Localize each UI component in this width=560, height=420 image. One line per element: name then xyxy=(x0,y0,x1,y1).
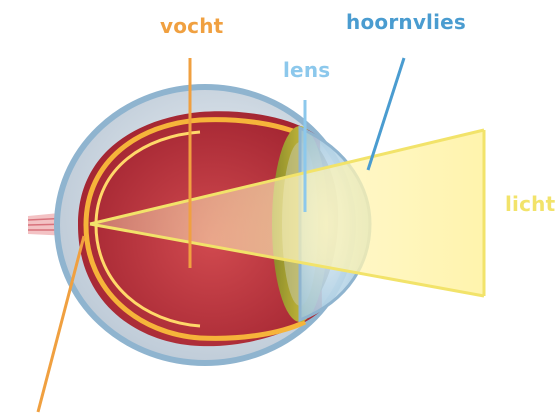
licht-label: licht xyxy=(505,192,555,216)
hoornvlies-label: hoornvlies xyxy=(346,10,466,34)
vocht-label: vocht xyxy=(160,14,223,38)
lens-label: lens xyxy=(283,58,330,82)
